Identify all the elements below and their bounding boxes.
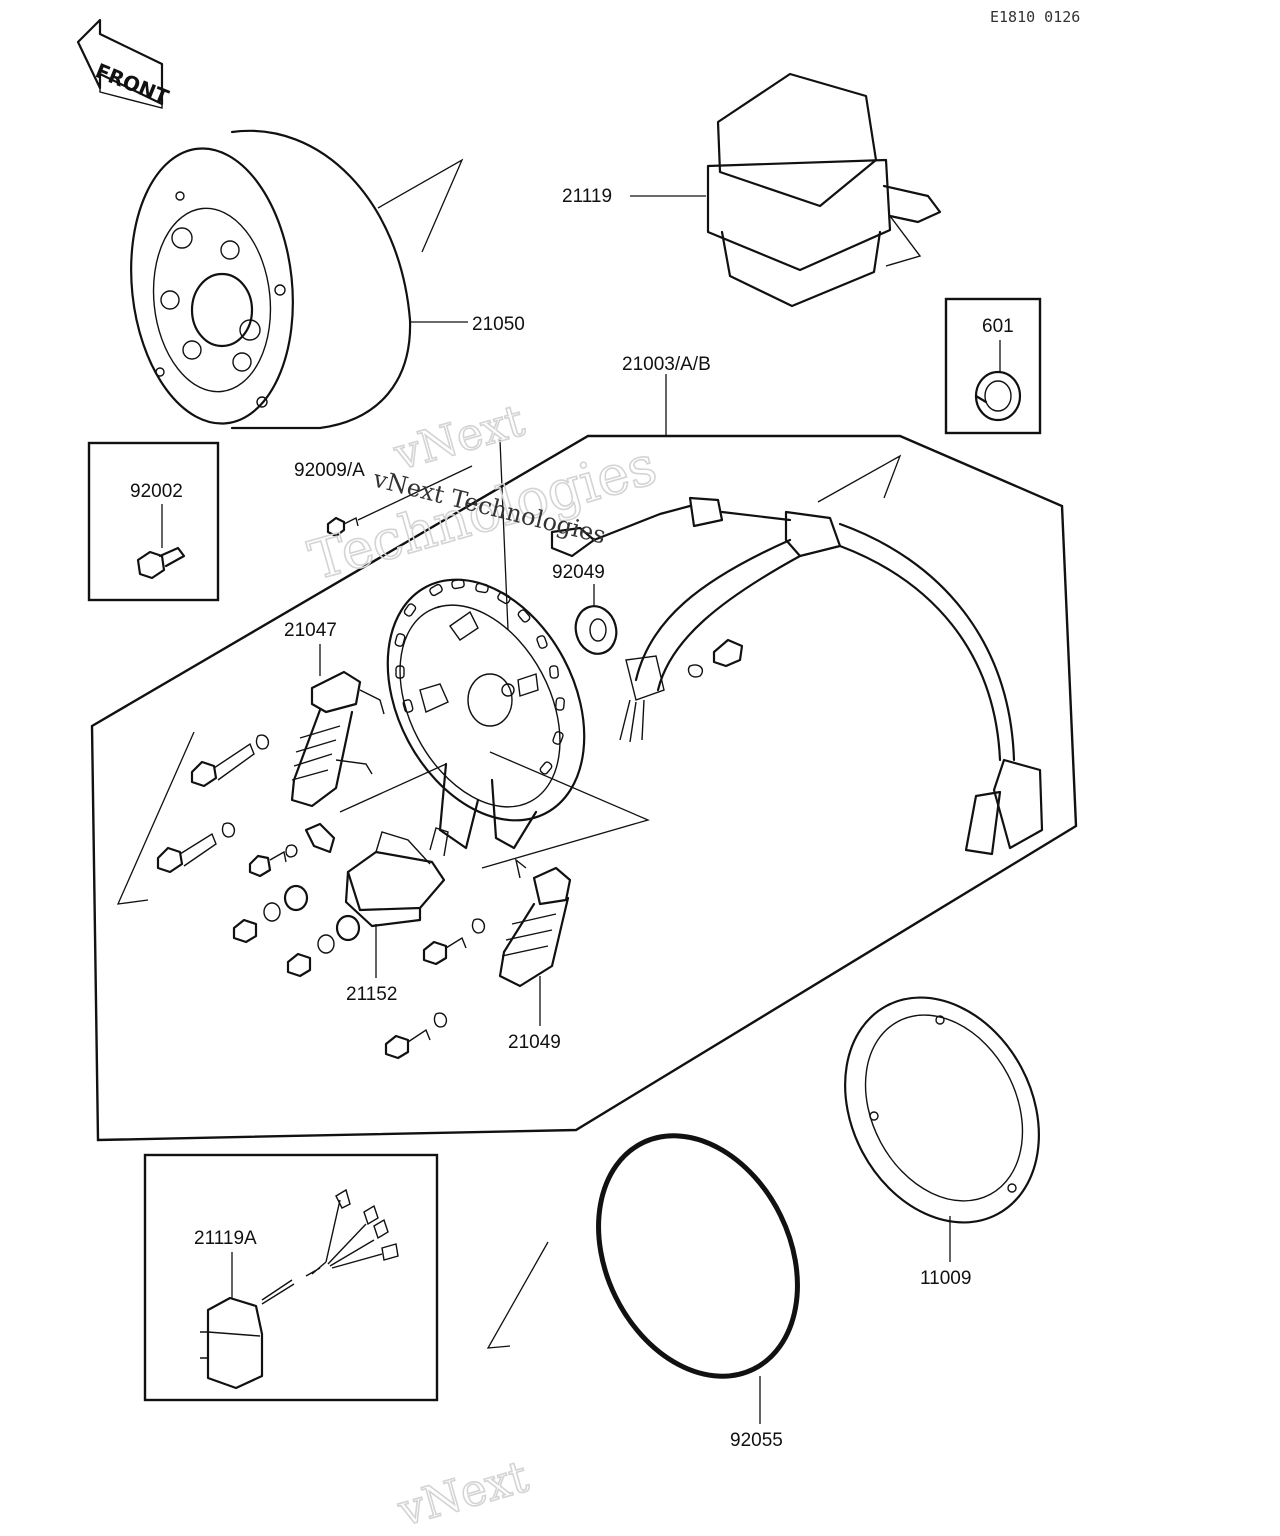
wire-harness <box>550 454 1044 856</box>
part-label-21049: 21049 <box>508 1032 561 1053</box>
drawing-code: E1810 0126 <box>990 8 1080 26</box>
bracket-screw <box>687 638 744 678</box>
part-label-21047: 21047 <box>284 620 337 641</box>
screw-92009 <box>326 439 509 631</box>
part-label-21050: 21050 <box>472 314 525 335</box>
part-label-21119A: 21119A <box>194 1228 257 1249</box>
ignition-coil-21152 <box>344 827 449 928</box>
part-label-21003: 21003/A/B <box>622 354 711 375</box>
gasket-11009 <box>844 996 1040 1224</box>
pulser-coil-21049 <box>498 858 572 988</box>
part-label-21119: 21119 <box>562 186 612 207</box>
part-label-92002: 92002 <box>130 481 183 502</box>
part-label-11009: 11009 <box>920 1268 971 1289</box>
front-arrow-icon: FRONT <box>76 18 172 109</box>
part-label-92055: 92055 <box>730 1430 783 1451</box>
stator-plate <box>386 578 586 850</box>
watermark-text-1: vNext <box>388 395 530 481</box>
igniter-unit-21119 <box>706 72 942 308</box>
assembly-guide-lines <box>116 731 650 905</box>
inset-box-92002 <box>87 441 220 602</box>
part-label-601: 601 <box>982 316 1014 337</box>
o-ring-92055 <box>486 1133 800 1379</box>
pulser-coil-21047 <box>290 670 385 808</box>
bolt-92002 <box>136 546 186 580</box>
igniter-unit-21119A <box>200 1188 399 1390</box>
watermark-text-4: vNext <box>392 1451 534 1536</box>
part-label-92049: 92049 <box>552 562 605 583</box>
part-label-92009: 92009/A <box>294 460 365 481</box>
flywheel-rotor-21050 <box>130 129 464 430</box>
grommet-92049 <box>574 605 618 655</box>
front-arrow-label: FRONT <box>92 58 172 109</box>
inset-box-21119A <box>143 1153 439 1402</box>
bearing-601 <box>974 370 1022 422</box>
stator-assembly-outline-21003 <box>90 434 1078 1142</box>
part-label-21152: 21152 <box>346 984 397 1005</box>
inset-box-601 <box>944 297 1042 435</box>
screws-and-washers <box>156 734 486 1060</box>
stator-slots <box>394 578 565 775</box>
watermark: vNext Technologies vNext Technologies vN… <box>301 394 664 1536</box>
